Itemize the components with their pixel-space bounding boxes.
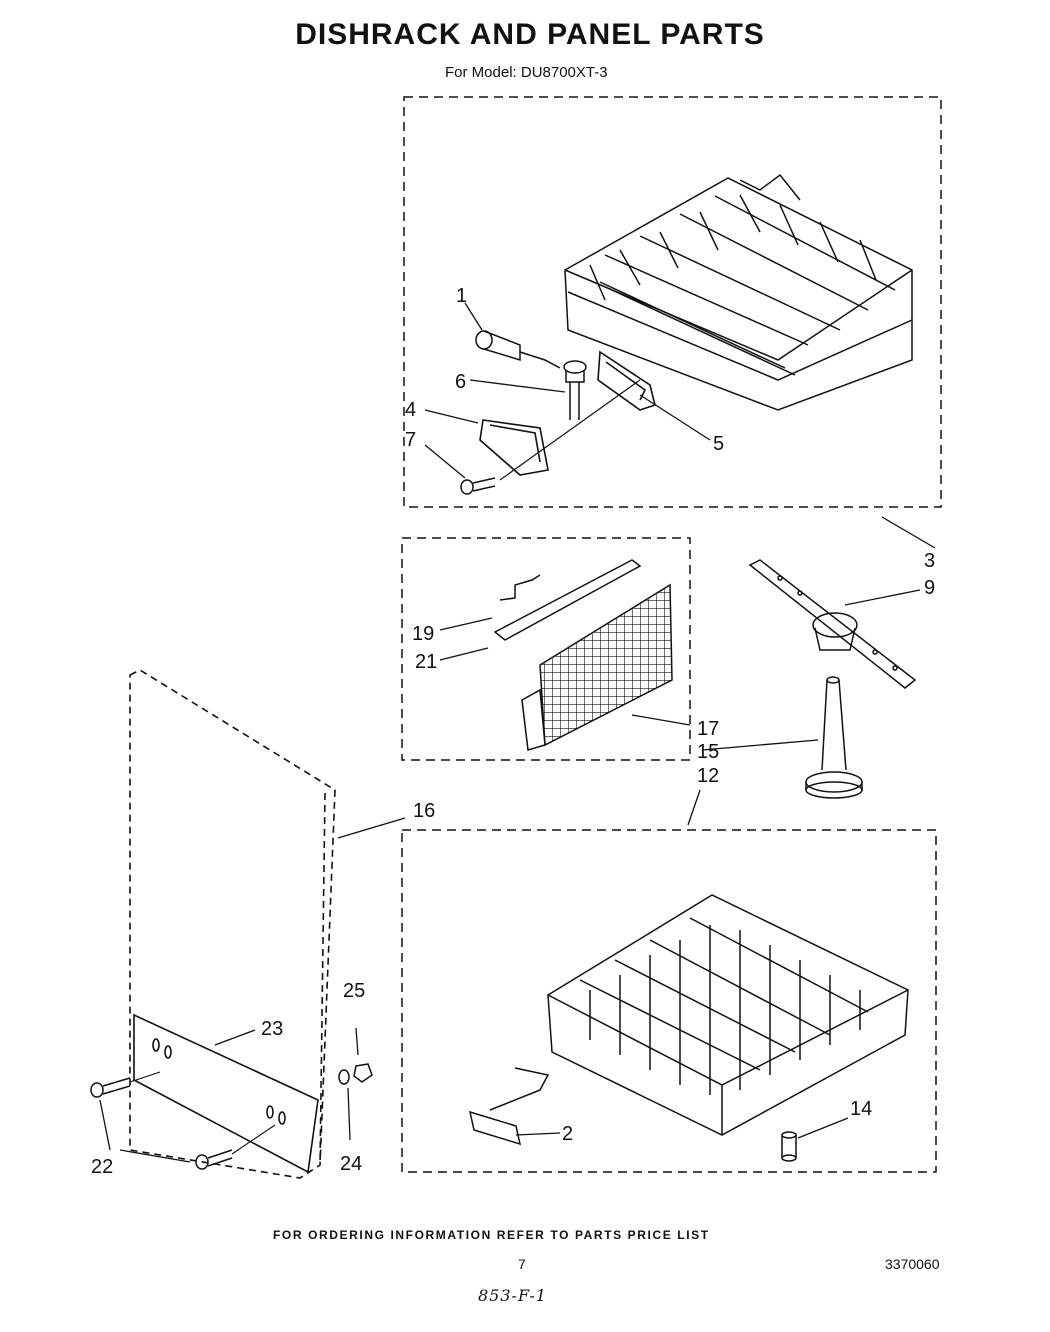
model-line: For Model: DU8700XT-3 bbox=[445, 64, 608, 81]
part-9-spray-arm bbox=[748, 559, 917, 689]
callout-4: 4 bbox=[405, 399, 416, 421]
leader-lines bbox=[99, 302, 936, 1163]
part-23-panel-bracket bbox=[133, 1013, 319, 1174]
callout-9: 9 bbox=[924, 577, 935, 599]
part-14-roller bbox=[781, 1131, 797, 1162]
lower-rack-group-box bbox=[401, 829, 937, 1173]
part-25-nut bbox=[353, 1063, 373, 1083]
callout-17: 17 bbox=[697, 718, 719, 740]
callout-15: 15 bbox=[697, 741, 719, 763]
part-5-bracket bbox=[597, 350, 656, 411]
part-21-strip bbox=[493, 559, 642, 641]
callout-5: 5 bbox=[713, 433, 724, 455]
callout-16: 16 bbox=[413, 800, 435, 822]
part-6-roller-stud bbox=[563, 360, 587, 420]
ordering-note: FOR ORDERING INFORMATION REFER TO PARTS … bbox=[273, 1228, 710, 1242]
callout-12: 12 bbox=[697, 765, 719, 787]
part-2-rack-clip bbox=[468, 1067, 550, 1146]
part-15-spray-tube bbox=[805, 676, 863, 799]
callout-21: 21 bbox=[415, 651, 437, 673]
callout-labels: 1 6 4 7 5 3 9 19 21 17 15 12 16 25 23 22… bbox=[91, 285, 935, 1178]
part-17-filter-screen bbox=[521, 583, 673, 751]
handwritten-note: 853-F-1 bbox=[478, 1286, 547, 1305]
part-4-bracket bbox=[479, 419, 549, 476]
document-number: 3370060 bbox=[885, 1256, 940, 1272]
page-number: 7 bbox=[518, 1256, 526, 1272]
part-7-screw bbox=[460, 477, 496, 495]
callout-25: 25 bbox=[343, 980, 365, 1002]
part-24-washer bbox=[338, 1069, 350, 1085]
callout-2: 2 bbox=[562, 1123, 573, 1145]
upper-dishrack bbox=[564, 173, 913, 411]
upper-rack-group-box bbox=[403, 96, 942, 508]
part-1-rack-clip bbox=[475, 330, 561, 369]
part-22-screws bbox=[90, 1071, 276, 1170]
part-16-door-panel bbox=[129, 669, 336, 1179]
callout-14: 14 bbox=[850, 1098, 872, 1120]
callout-3: 3 bbox=[924, 550, 935, 572]
callout-7: 7 bbox=[405, 429, 416, 451]
part-19-clip bbox=[499, 574, 541, 601]
callout-19: 19 bbox=[412, 623, 434, 645]
callout-22: 22 bbox=[91, 1156, 113, 1178]
lower-dishrack bbox=[547, 894, 909, 1136]
callout-6: 6 bbox=[455, 371, 466, 393]
callout-1: 1 bbox=[456, 285, 467, 307]
callout-23: 23 bbox=[261, 1018, 283, 1040]
callout-24: 24 bbox=[340, 1153, 362, 1175]
filter-group-box bbox=[401, 537, 691, 761]
page-title: DISHRACK AND PANEL PARTS bbox=[295, 18, 765, 51]
